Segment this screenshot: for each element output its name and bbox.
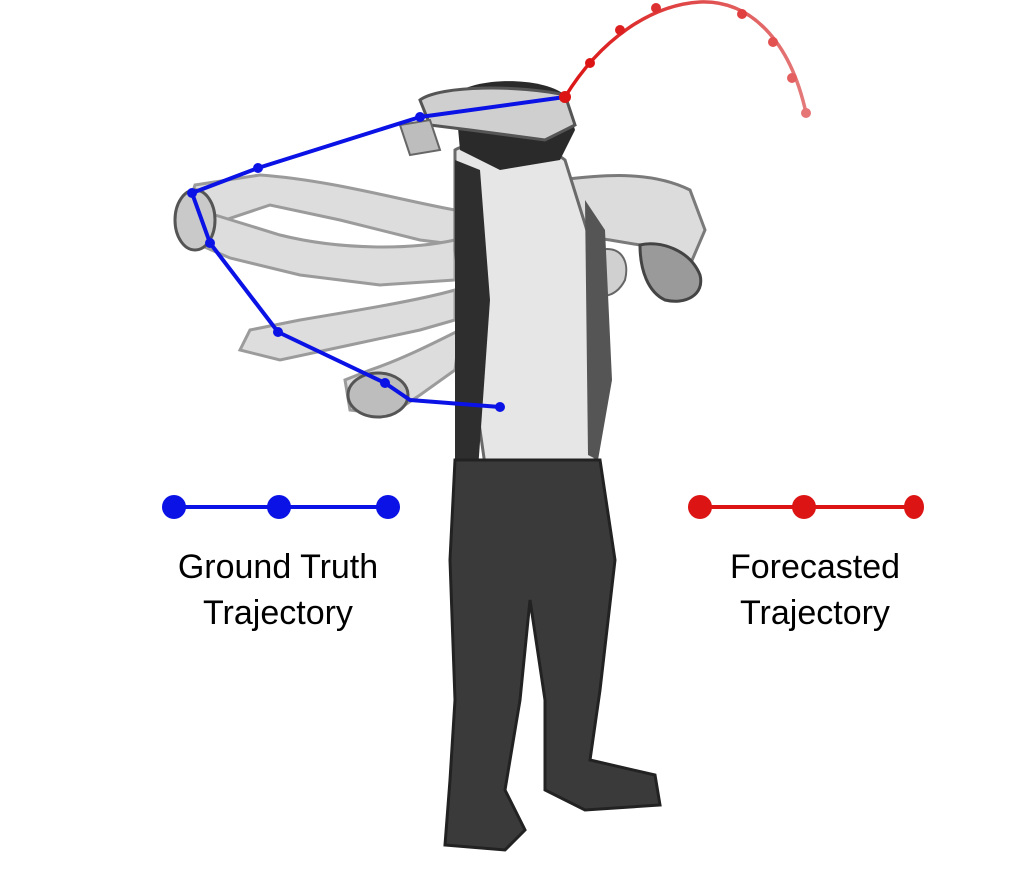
legend-ground-truth-label: Ground Truth Trajectory <box>128 544 428 636</box>
legend-ground-truth-line1: Ground Truth <box>177 548 379 586</box>
legs <box>443 458 662 852</box>
forecast-point <box>559 91 571 103</box>
forecast-trajectory <box>559 0 811 118</box>
legend-ground-truth-marker <box>162 495 400 519</box>
ground-truth-point <box>380 378 390 388</box>
legend-ground-truth-line2: Trajectory <box>203 594 353 632</box>
forecast-point <box>651 3 661 13</box>
ground-truth-trajectory <box>187 95 567 412</box>
ground-truth-point <box>187 188 197 198</box>
legend-forecast-line1: Forecasted <box>729 548 901 586</box>
ground-truth-point <box>205 238 215 248</box>
controller-right <box>638 242 703 303</box>
forecast-point <box>768 37 778 47</box>
forecast-point <box>737 9 747 19</box>
forecast-path <box>563 0 808 115</box>
legend-forecast-marker <box>688 495 924 519</box>
legend-forecast-line2: Trajectory <box>740 594 890 632</box>
forecast-point <box>585 58 595 68</box>
ground-truth-point <box>415 112 425 122</box>
forecast-point <box>787 73 797 83</box>
motion-ghost-arms <box>183 173 462 417</box>
forecast-point <box>801 108 811 118</box>
ground-truth-point <box>273 327 283 337</box>
person-figure <box>173 81 707 852</box>
ground-truth-point <box>495 402 505 412</box>
ground-truth-point <box>253 163 263 173</box>
legend-forecast-label: Forecasted Trajectory <box>665 544 965 636</box>
forecast-point <box>615 25 625 35</box>
